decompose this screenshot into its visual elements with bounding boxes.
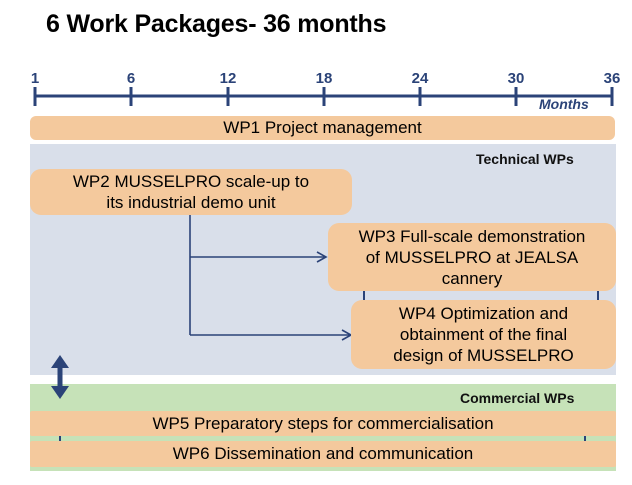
wp4-box: WP4 Optimization and obtainment of the f… — [351, 300, 616, 369]
wp3-line-1: WP3 Full-scale demonstration — [358, 226, 586, 246]
wp4-line-2: obtainment of the final — [399, 325, 568, 344]
timeline-axis — [33, 87, 614, 106]
commercial-panel-label: Commercial WPs — [460, 390, 575, 406]
wp2-line-2: its industrial demo unit — [106, 193, 276, 212]
timeline-tick-label: 1 — [30, 70, 40, 87]
wp6-label: WP6 Dissemination and communication — [172, 444, 474, 463]
wp1-bar: WP1 Project management — [30, 116, 615, 140]
timeline-tick-labels: 1 6 12 18 24 30 36 — [0, 70, 632, 90]
wp3-line-2: of MUSSELPRO at JEALSA — [365, 247, 579, 267]
wp1-label: WP1 Project management — [223, 118, 422, 137]
wp2-box: WP2 MUSSELPRO scale-up to its industrial… — [30, 169, 352, 215]
wp6-bar: WP6 Dissemination and communication — [30, 441, 616, 467]
page-title: 6 Work Packages- 36 months — [46, 10, 387, 38]
technical-commercial-double-arrow — [51, 355, 69, 399]
wp3-line-3: cannery — [441, 268, 503, 288]
wp5-bar: WP5 Preparatory steps for commercialisat… — [30, 411, 616, 436]
timeline-tick-label: 30 — [507, 70, 525, 87]
wp4-line-3: design of MUSSELPRO — [393, 346, 574, 365]
wp5-label: WP5 Preparatory steps for commercialisat… — [152, 414, 494, 433]
wp2-line-1: WP2 MUSSELPRO scale-up to — [72, 172, 310, 191]
timeline-tick-label: 12 — [219, 70, 237, 87]
timeline-tick-label: 6 — [126, 70, 136, 87]
wp3-box: WP3 Full-scale demonstration of MUSSELPR… — [328, 223, 616, 291]
wp4-line-1: WP4 Optimization and — [398, 304, 569, 323]
technical-panel-label: Technical WPs — [476, 151, 574, 167]
timeline-unit-label: Months — [539, 96, 589, 112]
timeline-tick-label: 36 — [603, 70, 621, 87]
timeline-tick-label: 24 — [411, 70, 429, 87]
timeline-tick-label: 18 — [315, 70, 333, 87]
